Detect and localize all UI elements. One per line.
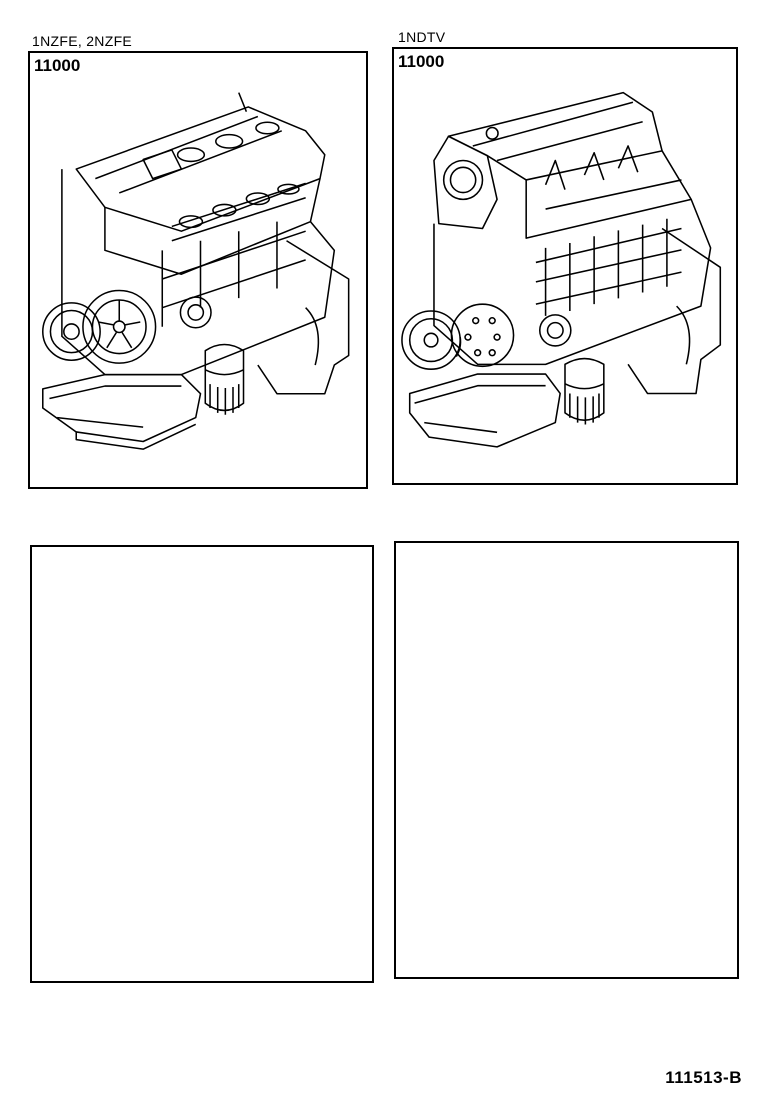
panel-1nzfe-2nzfe: 11000 (28, 51, 368, 489)
engine-label-1ndtv: 1NDTV (398, 29, 446, 45)
part-number[interactable]: 11000 (34, 56, 81, 75)
engine-assembly-icon (400, 77, 730, 477)
empty-panel-bottom-right (394, 541, 739, 979)
engine-label-1nzfe-2nzfe: 1NZFE, 2NZFE (32, 33, 133, 49)
engine-assembly-icon (38, 79, 363, 479)
figure-code: 111513-B (665, 1068, 742, 1087)
panel-1ndtv: 11000 (392, 47, 738, 485)
empty-panel-bottom-left (30, 545, 374, 983)
part-number[interactable]: 11000 (398, 52, 445, 71)
